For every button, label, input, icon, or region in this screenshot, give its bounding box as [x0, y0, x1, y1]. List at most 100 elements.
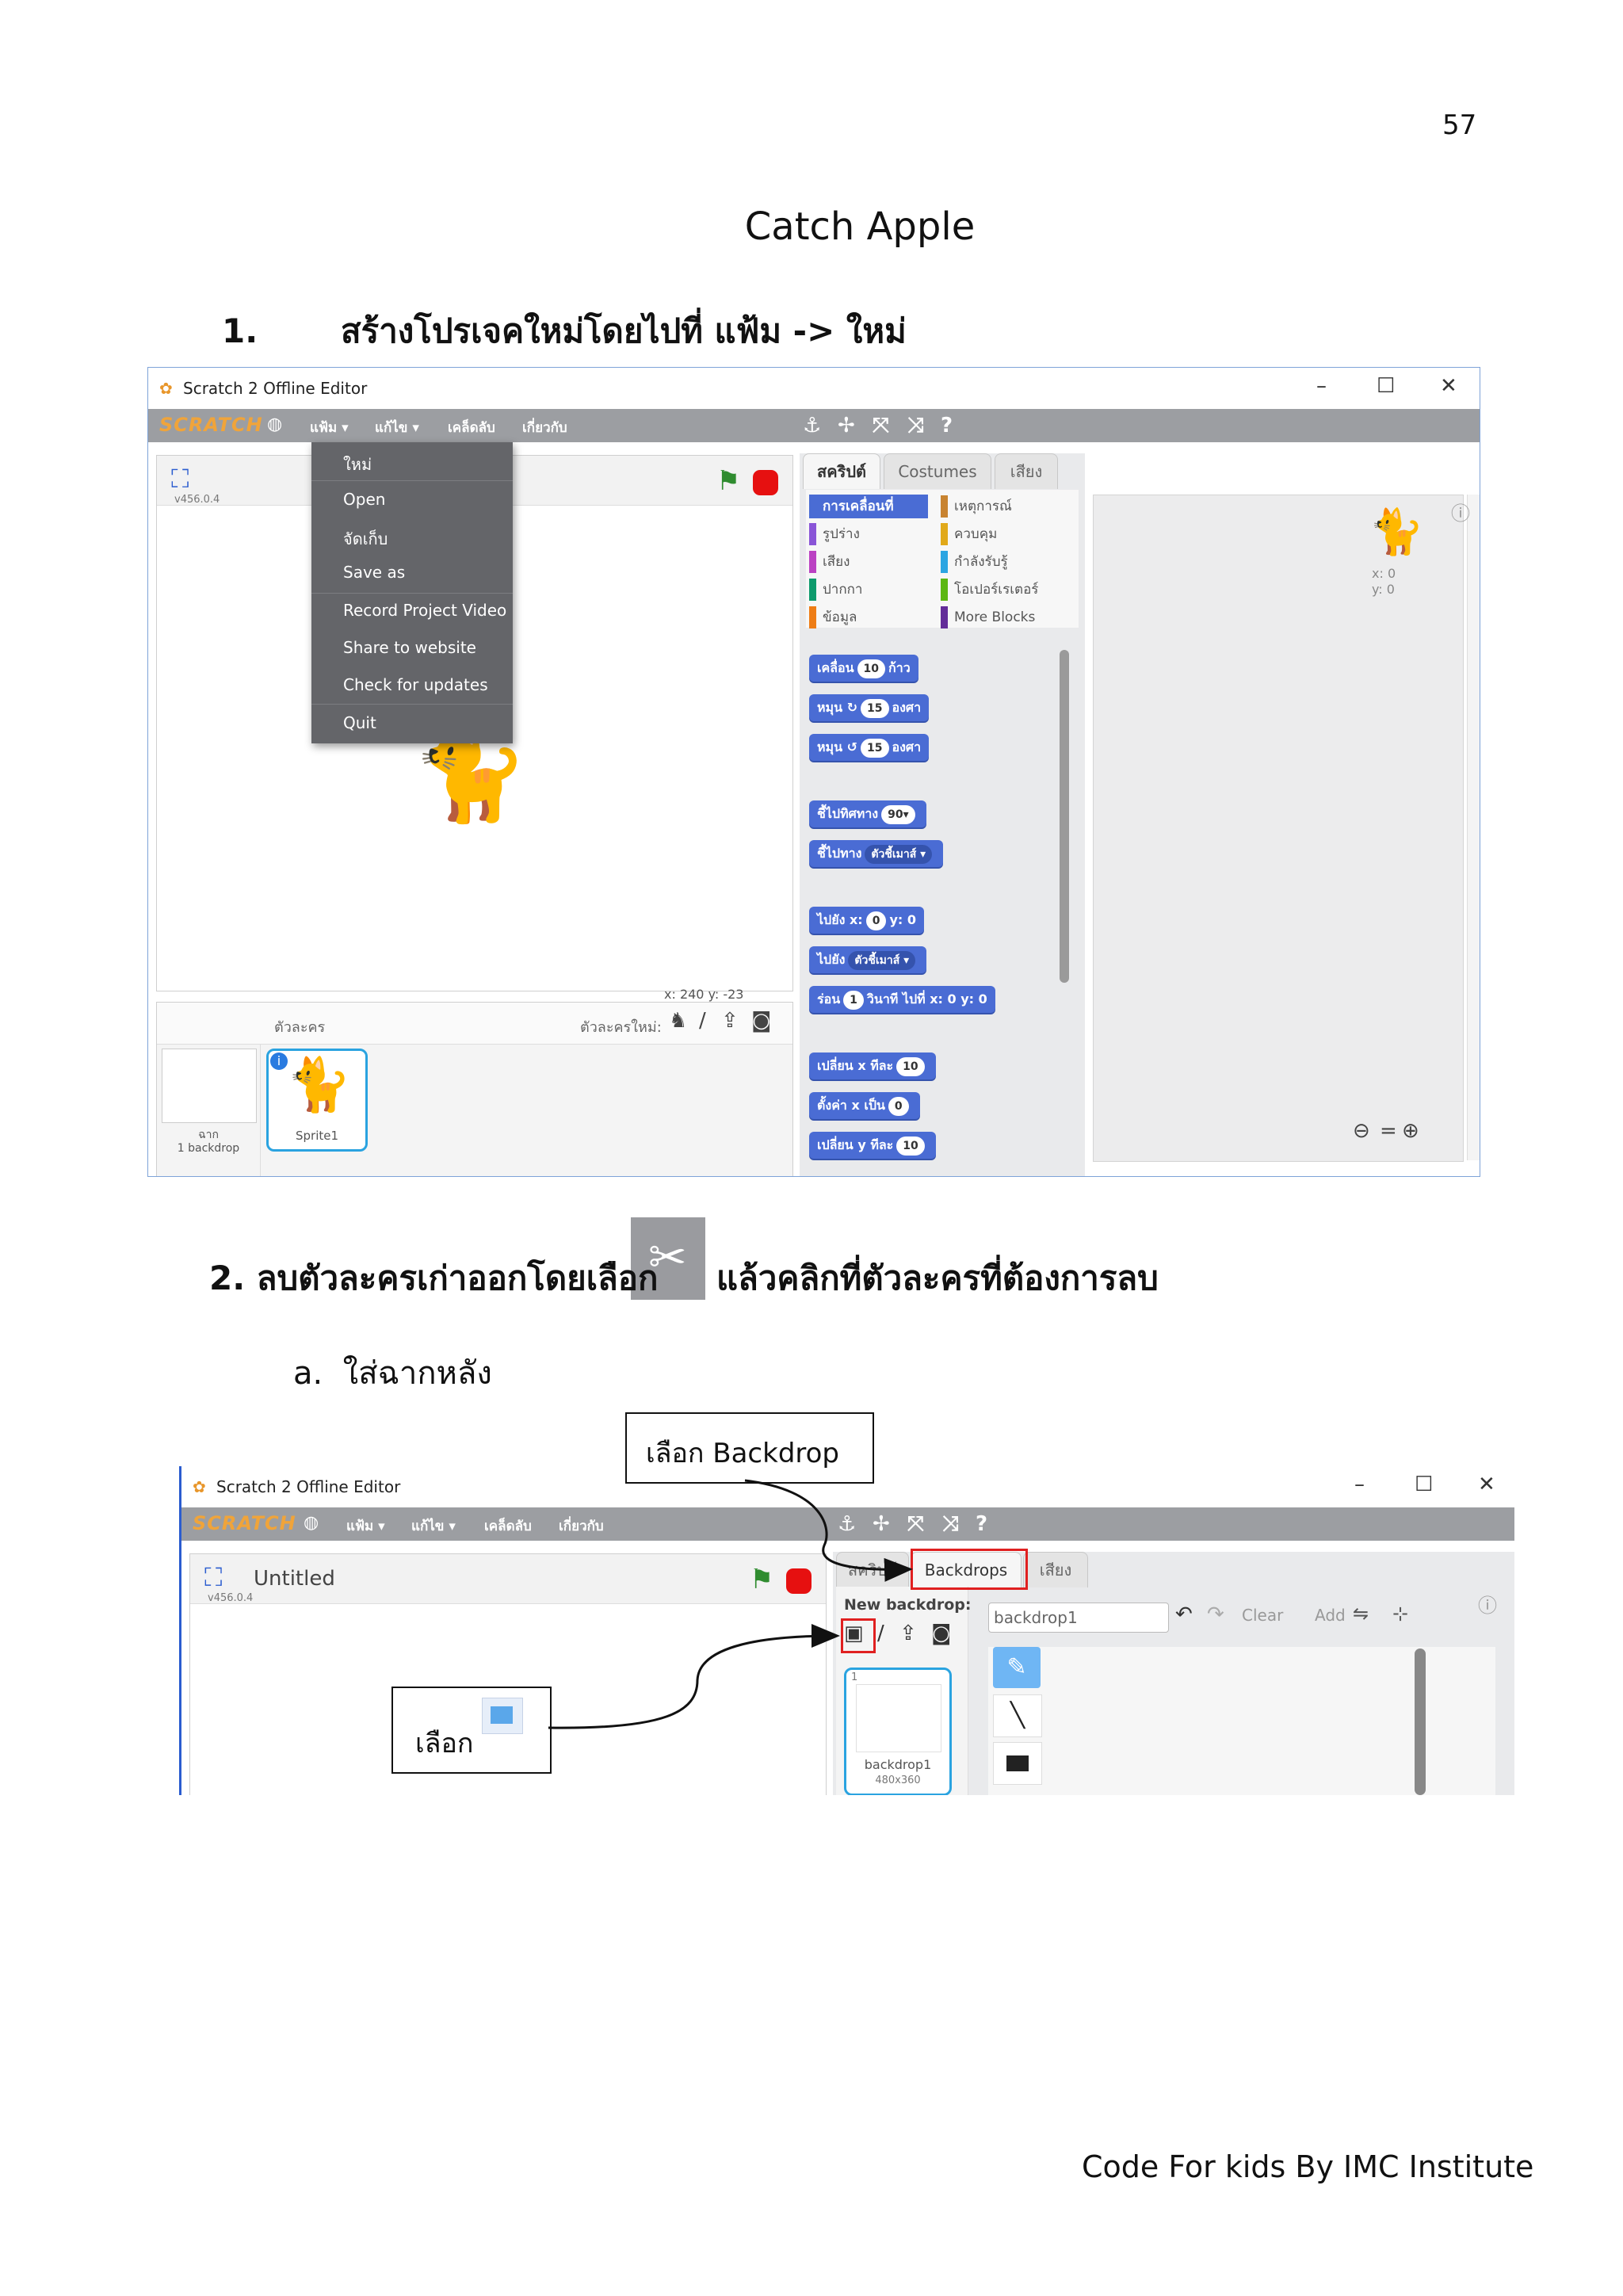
menu-edit[interactable]: แก้ไข ▾: [411, 1519, 456, 1534]
sprite-library-icon[interactable]: ♞: [669, 1009, 688, 1033]
category-motion[interactable]: การเคลื่อนที่: [809, 495, 928, 518]
backdrop-thumbnail[interactable]: 1 backdrop1 480x360: [844, 1668, 952, 1795]
menu-item-record-video[interactable]: Record Project Video: [343, 601, 507, 620]
info-icon[interactable]: i: [270, 1052, 288, 1070]
menu-item-new[interactable]: ใหม่: [343, 455, 372, 474]
menu-file[interactable]: แฟ้ม ▾: [310, 420, 349, 436]
category-events[interactable]: เหตุการณ์: [941, 495, 1012, 518]
help-icon[interactable]: ⓘ: [1451, 502, 1470, 525]
brush-tool-icon[interactable]: ✎: [993, 1647, 1041, 1688]
close-icon[interactable]: ✕: [1478, 1473, 1495, 1496]
duplicate-icon[interactable]: ⚓: [838, 1512, 857, 1536]
costume-center-icon[interactable]: ⊹: [1392, 1603, 1409, 1625]
paint-new-backdrop-icon[interactable]: /: [877, 1622, 884, 1645]
cut-icon[interactable]: ✢: [838, 414, 855, 437]
menu-item-check-updates[interactable]: Check for updates: [343, 675, 488, 694]
camera-icon[interactable]: ◙: [751, 1009, 772, 1033]
upload-backdrop-icon[interactable]: ⇪: [899, 1622, 917, 1645]
shrink-icon[interactable]: ⤨: [942, 1512, 959, 1536]
stop-icon[interactable]: [786, 1568, 812, 1594]
category-sensing[interactable]: กำลังรับรู้: [941, 550, 1008, 574]
tab-sounds[interactable]: เสียง: [1023, 1552, 1088, 1587]
stop-icon[interactable]: [753, 470, 778, 495]
add-button[interactable]: Add: [1315, 1606, 1346, 1625]
zoom-reset-icon[interactable]: =: [1380, 1119, 1397, 1143]
tab-sounds[interactable]: เสียง: [995, 453, 1058, 489]
camera-icon[interactable]: ◙: [931, 1622, 952, 1645]
zoom-in-icon[interactable]: ⊕: [1402, 1119, 1419, 1143]
category-looks[interactable]: รูปร่าง: [809, 522, 860, 546]
tab-costumes[interactable]: Costumes: [884, 453, 991, 489]
menu-edit[interactable]: แก้ไข ▾: [375, 420, 419, 436]
tab-backdrops[interactable]: Backdrops: [911, 1552, 1022, 1587]
project-title[interactable]: Untitled: [254, 1567, 335, 1591]
help-icon[interactable]: ?: [976, 1512, 988, 1536]
presentation-mode-icon[interactable]: ⛶: [171, 464, 189, 494]
backdrop-name-field[interactable]: backdrop1: [988, 1603, 1169, 1633]
flip-icon[interactable]: ⇋: [1353, 1603, 1369, 1625]
green-flag-icon[interactable]: ⚑: [716, 465, 741, 497]
help-icon[interactable]: ?: [941, 414, 953, 437]
screenshot-1: ✿ Scratch 2 Offline Editor – ☐ ✕ SCRATCH…: [147, 367, 1480, 1177]
category-control[interactable]: ควบคุม: [941, 522, 997, 546]
category-more-blocks[interactable]: More Blocks: [941, 606, 1035, 629]
menu-file[interactable]: แฟ้ม ▾: [346, 1519, 385, 1534]
minimize-icon[interactable]: –: [1354, 1473, 1365, 1496]
redo-icon[interactable]: ↷: [1207, 1603, 1224, 1626]
category-data[interactable]: ข้อมูล: [809, 606, 857, 629]
menu-item-save-as[interactable]: Save as: [343, 563, 406, 582]
rectangle-tool-icon[interactable]: [993, 1742, 1042, 1785]
shrink-icon[interactable]: ⤨: [907, 414, 924, 437]
green-flag-icon[interactable]: ⚑: [750, 1564, 774, 1595]
category-sound[interactable]: เสียง: [809, 550, 850, 574]
minimize-icon[interactable]: –: [1316, 374, 1327, 398]
paint-brush-icon[interactable]: /: [699, 1009, 706, 1033]
globe-icon[interactable]: ◍: [267, 415, 283, 434]
clear-button[interactable]: Clear: [1242, 1606, 1284, 1625]
block-go-to[interactable]: ไปยังตัวชี้เมาส์ ▾: [809, 946, 927, 973]
stage-thumbnail[interactable]: [162, 1049, 257, 1123]
menu-item-share[interactable]: Share to website: [343, 638, 476, 657]
paint-scrollbar[interactable]: [1415, 1648, 1426, 1795]
sprite1-thumbnail[interactable]: i 🐈 Sprite1: [266, 1049, 368, 1152]
duplicate-icon[interactable]: ⚓: [803, 414, 822, 437]
menu-item-open[interactable]: Open: [343, 490, 386, 509]
block-point-towards[interactable]: ชี้ไปทางตัวชี้เมาส์ ▾: [809, 840, 944, 867]
tab-scripts[interactable]: สคริปต์: [803, 453, 880, 489]
help-icon[interactable]: ⓘ: [1478, 1595, 1497, 1617]
close-icon[interactable]: ✕: [1440, 374, 1457, 398]
undo-icon[interactable]: ↶: [1175, 1603, 1193, 1626]
menu-tips[interactable]: เคล็ดลับ: [448, 420, 495, 436]
palette-scrollbar[interactable]: [1060, 650, 1069, 983]
grow-icon[interactable]: ⤧: [907, 1512, 924, 1536]
menu-tips[interactable]: เคล็ดลับ: [484, 1519, 532, 1534]
cut-icon[interactable]: ✢: [873, 1512, 890, 1536]
backdrop-library-icon[interactable]: ▣: [844, 1622, 864, 1645]
menu-divider: [311, 704, 513, 705]
script-area[interactable]: [1093, 495, 1464, 1162]
globe-icon[interactable]: ◍: [304, 1513, 319, 1533]
menu-item-save[interactable]: จัดเก็บ: [343, 529, 388, 548]
maximize-icon[interactable]: ☐: [1415, 1473, 1434, 1496]
line-tool-icon[interactable]: ╲: [993, 1694, 1042, 1737]
category-operators[interactable]: โอเปอร์เรเตอร์: [941, 578, 1038, 602]
zoom-out-icon[interactable]: ⊖: [1353, 1119, 1370, 1143]
menu-about[interactable]: เกี่ยวกับ: [522, 420, 567, 436]
presentation-mode-icon[interactable]: ⛶: [204, 1562, 223, 1592]
menu-about[interactable]: เกี่ยวกับ: [559, 1519, 604, 1534]
maximize-icon[interactable]: ☐: [1377, 374, 1396, 398]
page-title: Catch Apple: [744, 204, 976, 249]
grow-icon[interactable]: ⤧: [873, 414, 889, 437]
category-pen[interactable]: ปากกา: [809, 578, 862, 602]
menu-item-quit[interactable]: Quit: [343, 713, 376, 732]
upload-icon[interactable]: ⇪: [721, 1009, 739, 1033]
